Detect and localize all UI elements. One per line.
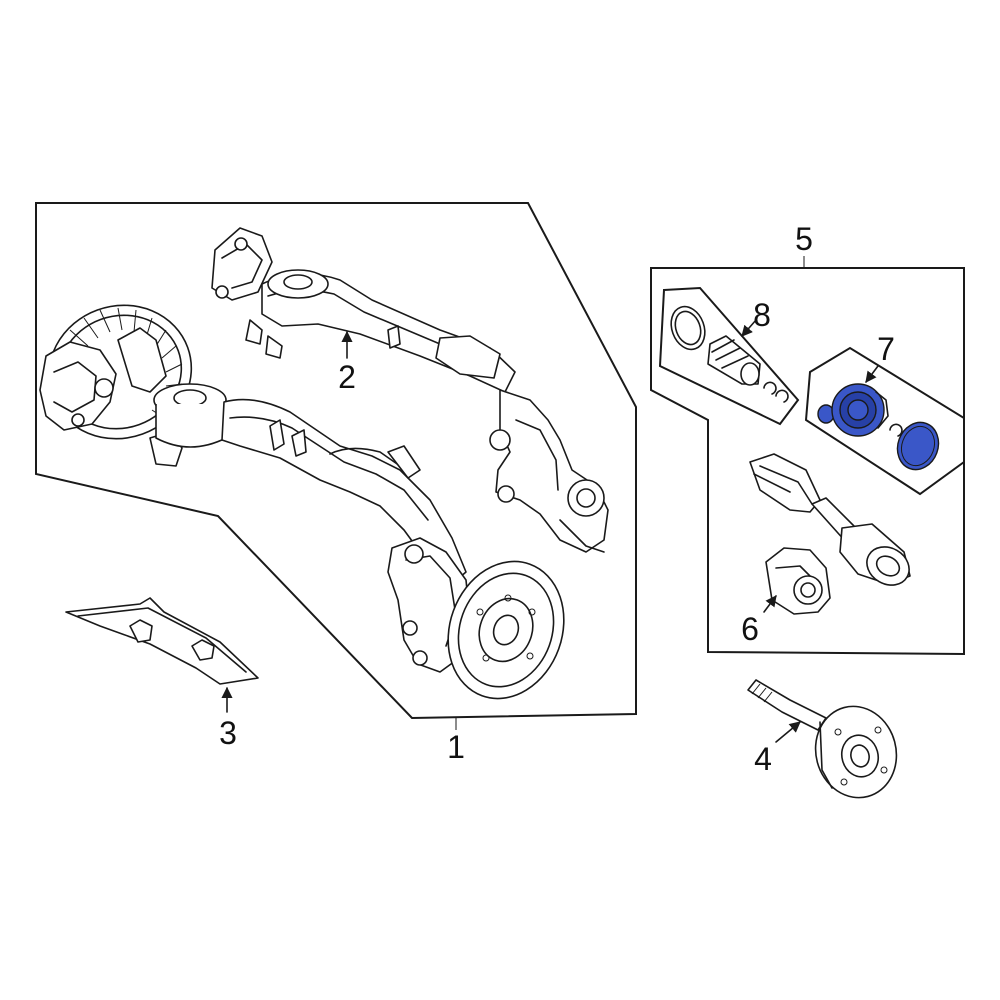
callout-4: 4 bbox=[754, 741, 772, 777]
callout-7: 7 bbox=[877, 331, 895, 367]
callout-3: 3 bbox=[219, 715, 237, 751]
callout-6: 6 bbox=[741, 611, 759, 647]
callout-5: 5 bbox=[795, 221, 813, 257]
axle-shaft-part[interactable] bbox=[747, 679, 907, 807]
axle-assembly-frame bbox=[35, 202, 637, 720]
joint-kit-frame bbox=[804, 346, 965, 496]
shield-part[interactable] bbox=[65, 597, 259, 685]
front-axle-carrier[interactable] bbox=[30, 285, 583, 715]
boot-kit-part[interactable] bbox=[665, 302, 789, 403]
joint-kit-part[interactable] bbox=[817, 383, 945, 475]
callout-4-arrow bbox=[775, 721, 801, 743]
drive-shaft-part[interactable] bbox=[749, 453, 916, 593]
bearing-housing-part[interactable] bbox=[765, 547, 831, 615]
callout-8: 8 bbox=[753, 297, 771, 333]
callout-6-arrow bbox=[763, 595, 777, 613]
joint-kit-cap bbox=[896, 421, 940, 471]
boot-kit-frame bbox=[658, 286, 800, 426]
callout-8-arrow bbox=[741, 319, 757, 337]
callout-7-arrow bbox=[865, 365, 879, 383]
rear-axle-carrier[interactable] bbox=[211, 227, 609, 553]
callout-1: 1 bbox=[447, 729, 465, 765]
callout-2: 2 bbox=[338, 359, 356, 395]
shaft-assembly-frame bbox=[650, 267, 965, 656]
